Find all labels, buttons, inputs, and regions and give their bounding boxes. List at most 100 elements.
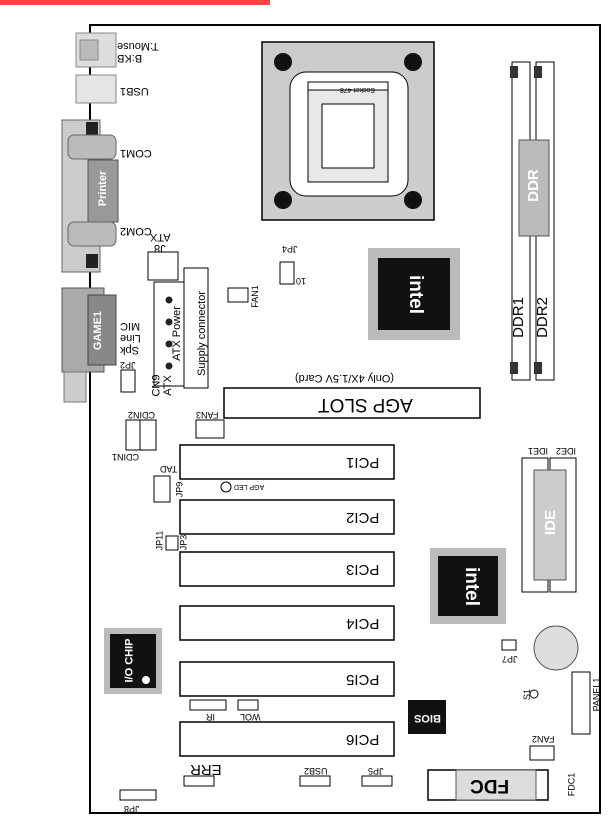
com1-label: COM1 — [120, 147, 152, 159]
atx-power-connector — [153, 267, 209, 389]
jp5-header — [361, 775, 393, 787]
fan1-header — [227, 287, 249, 303]
kb-mouse-label-2: B:KB — [117, 52, 143, 64]
supply-connector-label: Supply connector — [196, 291, 208, 376]
jp9-label: JP9 — [174, 481, 185, 498]
pci2-label: PCI2 — [346, 509, 380, 526]
jp11-jp3-header — [165, 535, 179, 551]
intel-bottom-label: intel — [461, 566, 483, 607]
intel-top-label: intel — [405, 274, 427, 315]
cdin1-label: CDIN1 — [112, 452, 140, 462]
cmos-battery — [533, 625, 579, 671]
usb2-header — [299, 775, 331, 787]
pci5-slot — [179, 661, 395, 697]
pci2-slot — [179, 499, 395, 535]
ide-label: IDE — [542, 509, 560, 536]
ide-connectors — [521, 457, 577, 593]
jp2-label: JP2 — [120, 360, 136, 370]
ddr-slots — [510, 61, 555, 381]
agp-slot — [223, 387, 481, 419]
mic-label: MIC — [120, 320, 141, 332]
jp4-10-label: 10 — [296, 276, 307, 286]
pci6-label: PCI6 — [346, 731, 380, 748]
pci6-slot — [179, 721, 395, 757]
fan2-header — [529, 745, 555, 761]
com-printer-connector — [61, 119, 119, 273]
pci1-slot — [179, 444, 395, 480]
agp-note-label: (Only 4X/1.5V Card) — [295, 372, 395, 384]
io-chip — [104, 628, 162, 694]
jp7-label: JP7 — [502, 654, 518, 664]
j8-label: J8 — [154, 242, 166, 254]
agp-led — [220, 481, 232, 493]
jp3-label: JP3 — [178, 534, 189, 551]
pci4-slot — [179, 605, 395, 641]
fdc-label: FDC — [470, 775, 510, 796]
jp7-header — [501, 639, 517, 651]
intel-southbridge — [430, 548, 506, 624]
audio-jacks — [63, 371, 87, 403]
fdc1-label: FDC1 — [566, 772, 577, 797]
cpu-socket — [261, 41, 435, 221]
s1-label: S1 — [522, 688, 533, 701]
jp8-header — [119, 789, 157, 801]
spk-label: Spk — [120, 344, 139, 356]
panel1-header — [571, 671, 591, 735]
tad-header — [153, 475, 171, 503]
pci3-label: PCI3 — [346, 561, 380, 578]
s1-switch — [529, 689, 539, 699]
wol-label: WOL — [240, 712, 261, 722]
cdin2-connector — [139, 419, 157, 451]
kb-mouse-label-1: T:Mouse — [117, 40, 159, 52]
ir-label: IR — [206, 712, 215, 722]
io-chip-label: I/O CHIP — [123, 638, 136, 683]
ddr2-label: DDR2 — [533, 297, 551, 338]
fan3-header — [195, 419, 225, 439]
bios-chip — [408, 700, 446, 734]
atx-j8-label: ATX — [150, 231, 171, 243]
cdin2-label: CDIN2 — [128, 410, 156, 420]
ddr-label: DDR — [524, 169, 542, 202]
atx-cn9-label: ATX — [161, 375, 174, 396]
usb2-label: USB2 — [304, 766, 328, 776]
ide2-label: IDE2 — [556, 446, 577, 456]
ddr1-label: DDR1 — [509, 297, 527, 338]
err-header — [183, 775, 215, 787]
game-connector — [61, 287, 117, 373]
cdin1-connector — [125, 419, 141, 451]
j8-connector — [147, 251, 179, 281]
atx-power-label: ATX Power — [170, 306, 183, 361]
ps2-connector — [75, 32, 117, 68]
bios-label: BIOS — [414, 712, 441, 724]
pci1-label: PCI1 — [346, 454, 380, 471]
printer-label: Printer — [97, 170, 110, 207]
socket-label: Socket 478 — [340, 86, 376, 93]
line-label: Line — [120, 332, 141, 344]
usb1-connector — [75, 74, 117, 104]
game1-label: GAME1 — [92, 310, 105, 351]
jp2-header — [120, 369, 136, 393]
pci3-slot — [179, 551, 395, 587]
pci5-label: PCI5 — [346, 671, 380, 688]
fan2-label: FAN2 — [532, 734, 555, 744]
usb1-label: USB1 — [120, 85, 149, 97]
pci4-label: PCI4 — [346, 615, 380, 632]
jp8-label: JP8 — [124, 804, 140, 814]
intel-northbridge — [368, 248, 460, 340]
jp4-label: JP4 — [282, 244, 298, 254]
wol-header — [237, 699, 259, 711]
err-label: ERR — [190, 761, 222, 778]
jp11-label: JP11 — [154, 530, 165, 551]
tad-label: TAD — [160, 464, 178, 474]
agp-slot-label: AGP SLOT — [318, 394, 413, 415]
ide1-label: IDE1 — [528, 446, 549, 456]
ir-header — [189, 699, 227, 711]
agp-led-label: AGP LED — [234, 483, 265, 490]
jp5-label: JP5 — [368, 766, 384, 776]
panel1-label: PANEL1 — [591, 677, 602, 712]
com2-label: COM2 — [120, 225, 152, 237]
jp4-header — [279, 261, 295, 285]
fan1-label: FAN1 — [249, 285, 260, 308]
fan3-label: FAN3 — [196, 410, 219, 420]
